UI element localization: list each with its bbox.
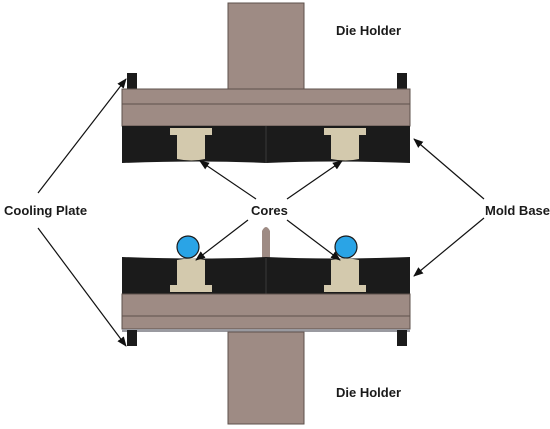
arrow-cores-top-right: [286, 160, 343, 200]
arrow-mold-top: [413, 138, 485, 200]
label-die-holder-bottom: Die Holder: [336, 385, 401, 400]
core-bottom-left: [170, 258, 212, 292]
label-mold-base: Mold Base: [485, 203, 550, 218]
core-bottom-right: [324, 258, 366, 292]
bolt-top-right: [397, 73, 407, 89]
cooling-plate-bottom: [121, 293, 411, 317]
ball-left: [176, 235, 200, 259]
ball-right: [334, 235, 358, 259]
core-top-left: [170, 128, 212, 161]
cooling-plate-top: [121, 103, 411, 127]
bolt-bottom-left: [127, 330, 137, 346]
die-holder-bottom-flange: [121, 315, 411, 330]
label-cooling-plate: Cooling Plate: [4, 203, 87, 218]
arrow-cooling-top: [37, 78, 127, 194]
die-holder-top-flange: [121, 88, 411, 105]
bolt-top-left: [127, 73, 137, 89]
core-top-right: [324, 128, 366, 161]
center-pin: [262, 227, 270, 258]
arrow-cores-bottom-left: [195, 219, 249, 261]
arrow-cooling-bottom: [37, 227, 127, 347]
label-die-holder-top: Die Holder: [336, 23, 401, 38]
bolt-bottom-right: [397, 330, 407, 346]
label-cores: Cores: [251, 203, 288, 218]
arrow-mold-bottom: [413, 217, 485, 277]
die-holder-bottom-stem: [227, 331, 305, 425]
bottom-strip: [122, 329, 410, 332]
arrow-cores-top-left: [199, 160, 257, 200]
die-holder-top-stem: [227, 2, 305, 92]
arrow-cores-bottom-right: [286, 219, 341, 261]
